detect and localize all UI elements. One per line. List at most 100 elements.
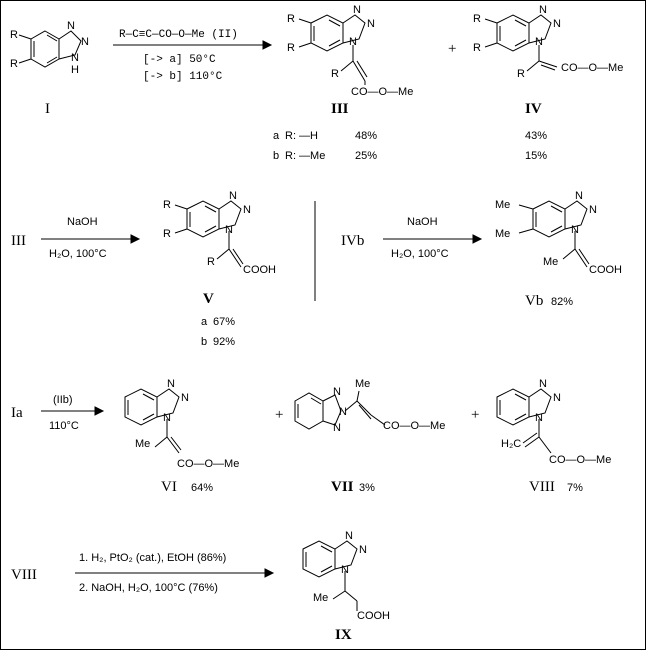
compound-V-label: V <box>203 291 214 307</box>
n-atom-label: N <box>167 378 175 390</box>
nh-atom-label: N <box>71 52 79 64</box>
compound-IX-label: IX <box>335 627 352 643</box>
reagent-II-text: R—C≡C—CO—O—Me (II) <box>119 29 238 41</box>
compound-IV-label: IV <box>525 101 542 117</box>
ester-group-label: CO—O—Me <box>177 458 239 470</box>
n-atom-label: N <box>359 544 367 556</box>
methyl-label: Me <box>135 438 150 450</box>
compound-I-structure: R R N N N H <box>10 20 89 76</box>
compound-Vb-structure: Me Me N N N Me COOH <box>495 190 622 276</box>
ester-group-label: CO—O—Me <box>383 420 445 432</box>
start-III-label: III <box>11 233 26 249</box>
n-atom-label: N <box>341 564 349 576</box>
row-a-yield-III: 48% <box>355 130 377 142</box>
reagent-IIb: (IIb) <box>53 394 73 406</box>
row-b-r: R: —Me <box>285 150 325 162</box>
compound-Vb-yield: 82% <box>551 296 573 308</box>
n-atom-label: N <box>81 36 89 48</box>
n-atom-label: N <box>367 18 375 30</box>
n-atom-label: N <box>67 20 75 32</box>
r-substituent: R <box>163 199 171 211</box>
h-atom-label: H <box>71 64 79 76</box>
compound-VIII-yield: 7% <box>567 482 583 494</box>
acid-group-label: COOH <box>589 264 622 276</box>
n-atom-label: N <box>333 422 341 434</box>
n-atom-label: N <box>181 392 189 404</box>
n-atom-label: N <box>535 36 543 48</box>
r-substituent: R <box>207 256 215 268</box>
r-substituent-top: R <box>10 29 18 41</box>
reagent-naoh: NaOH <box>407 216 438 228</box>
compound-III-structure: R R N N N R CO—O—Me <box>287 4 413 98</box>
methyl-label: Me <box>543 256 558 268</box>
methyl-label: Me <box>355 378 370 390</box>
compound-VI-label: VI <box>161 479 177 495</box>
r-substituent: R <box>517 68 525 80</box>
r-substituent: R <box>473 42 481 54</box>
compound-VI-yield: 64% <box>191 482 213 494</box>
ester-group-label: CO—O—Me <box>549 454 611 466</box>
n-atom-label: N <box>339 406 347 418</box>
row-a-r: R: —H <box>285 130 318 142</box>
yield-b-tag: b <box>201 336 207 348</box>
n-atom-label: N <box>345 530 353 542</box>
methyl-label: Me <box>495 199 510 211</box>
n-atom-label: N <box>243 204 251 216</box>
compound-VII-yield: 3% <box>359 482 375 494</box>
n-atom-label: N <box>535 412 543 424</box>
compound-VI-structure: N N N Me CO—O—Me <box>124 378 239 470</box>
start-Ia-label: Ia <box>11 405 23 421</box>
r-substituent: R <box>287 42 295 54</box>
compound-VII-label: VII <box>331 479 354 495</box>
yield-a-value: 67% <box>213 316 235 328</box>
n-atom-label: N <box>539 378 547 390</box>
compound-V-structure: R R N N N R COOH <box>163 190 276 276</box>
start-IVb-label: IVb <box>341 233 364 249</box>
compound-VII-structure: N N N Me CO—O—Me <box>294 378 445 434</box>
compound-IX-structure: N N N Me COOH <box>302 530 390 622</box>
methylene-label: H₂C <box>501 438 521 450</box>
condition-b-text: [-> b] 110°C <box>143 71 223 83</box>
row-b-yield-III: 25% <box>355 150 377 162</box>
compound-Vb-label: Vb <box>525 293 543 309</box>
n-atom-label: N <box>349 36 357 48</box>
acid-group-label: COOH <box>357 610 390 622</box>
n-atom-label: N <box>353 4 361 16</box>
n-atom-label: N <box>539 4 547 16</box>
n-atom-label: N <box>571 224 579 236</box>
n-atom-label: N <box>553 18 561 30</box>
row-a-tag: a <box>273 130 280 142</box>
n-atom-label: N <box>163 412 171 424</box>
n-atom-label: N <box>575 190 583 202</box>
condition-water-heat: H₂O, 100°C <box>49 248 107 260</box>
compound-VIII-label: VIII <box>529 479 555 495</box>
r-substituent: R <box>163 228 171 240</box>
r-substituent-bottom: R <box>10 58 18 70</box>
condition-water-heat: H₂O, 100°C <box>391 248 449 260</box>
r-substituent: R <box>287 13 295 25</box>
step-1-conditions: 1. H₂, PtO₂ (cat.), EtOH (86%) <box>79 552 226 564</box>
reagent-naoh: NaOH <box>67 216 98 228</box>
yield-b-value: 92% <box>213 336 235 348</box>
methyl-label: Me <box>495 228 510 240</box>
n-atom-label: N <box>229 190 237 202</box>
yield-a-tag: a <box>201 316 208 328</box>
condition-a-text: [-> a] 50°C <box>143 54 216 66</box>
methyl-label: Me <box>313 592 328 604</box>
n-atom-label: N <box>333 386 341 398</box>
acid-group-label: COOH <box>243 264 276 276</box>
n-atom-label: N <box>589 204 597 216</box>
r-substituent: R <box>473 13 481 25</box>
plus-sign: + <box>275 407 283 423</box>
ester-group-label: CO—O—Me <box>561 62 623 74</box>
n-atom-label: N <box>553 392 561 404</box>
condition-heat: 110°C <box>49 420 79 432</box>
compound-VIII-structure: N N N H₂C CO—O—Me <box>496 378 611 466</box>
start-VIII-label: VIII <box>11 567 37 583</box>
row-a-yield-IV: 43% <box>525 130 547 142</box>
compound-IV-structure: R R N N N R CO—O—Me <box>473 4 623 80</box>
plus-sign: + <box>471 407 479 423</box>
n-atom-label: N <box>225 224 233 236</box>
